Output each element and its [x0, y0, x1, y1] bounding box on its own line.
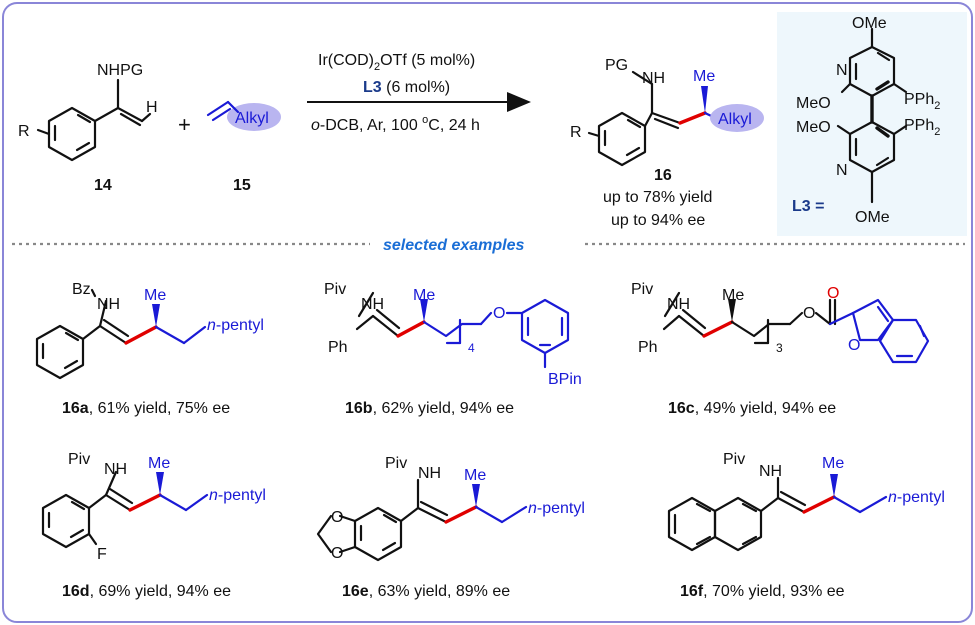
svg-text:L3 (6 mol%): L3 (6 mol%): [363, 79, 450, 96]
h-label: H: [146, 99, 158, 116]
compound-label-14: 14: [94, 177, 112, 194]
compound-label-16: 16: [654, 167, 672, 184]
o-16c-carbonyl: O: [827, 285, 839, 302]
me-16d: Me: [148, 455, 170, 472]
pg-16d: Piv: [68, 451, 90, 468]
svg-text:16c, 49% yield, 94% ee: 16c, 49% yield, 94% ee: [668, 400, 836, 417]
svg-text:Ir(COD)2OTf (5 mol%): Ir(COD)2OTf (5 mol%): [318, 52, 475, 73]
pg-16c: Piv: [631, 281, 653, 298]
ligand-n-top: N: [836, 62, 848, 79]
reactant-14: R NHPG H 14: [18, 62, 158, 194]
example-16c: Piv NH Ph Me 3 O O O 16c, 49% yield, 94%…: [631, 281, 930, 417]
product-nh: NH: [642, 70, 665, 87]
pg-16b: Piv: [324, 281, 346, 298]
example-16e: O O Piv NH Me n-pentyl 16e, 63% yield, 8…: [316, 455, 585, 600]
o-16e-top: O: [331, 509, 343, 526]
product-pg: PG: [605, 57, 628, 74]
ligand-meo-top: MeO: [796, 95, 831, 112]
example-16f: Piv NH Me n-pentyl 16f, 70% yield, 93% e…: [667, 451, 945, 600]
section-title: selected examples: [383, 237, 525, 254]
product-16: R PG NH Me Alkyl 16 up to 78% yield up t…: [570, 57, 764, 229]
f-16d: F: [97, 546, 107, 563]
plus-sign: +: [178, 112, 191, 137]
nh-16d: NH: [104, 461, 127, 478]
product-r: R: [570, 124, 582, 141]
svg-text:16f, 70% yield, 93% ee: 16f, 70% yield, 93% ee: [680, 583, 845, 600]
alkyl-label: Alkyl: [235, 110, 269, 127]
example-16a: Bz NH Me n-pentyl 16a, 61% yield, 75% ee: [35, 281, 264, 417]
ligand-l3: OMe N MeO PPh2 MeO PPh2 N L3 = OMe: [777, 12, 967, 236]
product-alkyl-highlight: [710, 104, 764, 132]
svg-text:PPh2: PPh2: [904, 91, 940, 112]
bpin-16b: BPin: [548, 371, 582, 388]
svg-text:n-pentyl: n-pentyl: [207, 317, 264, 334]
example-16b: Piv NH Ph Me 4 O BPin 16b, 62% yield, 94…: [324, 281, 582, 417]
nh-16f: NH: [759, 463, 782, 480]
product-ee: up to 94% ee: [611, 212, 705, 229]
ligand-n-bottom: N: [836, 162, 848, 179]
pg-16f: Piv: [723, 451, 745, 468]
svg-text:16a, 61% yield, 75% ee: 16a, 61% yield, 75% ee: [62, 400, 230, 417]
r-substituent: R: [18, 123, 30, 140]
o-16b: O: [493, 305, 505, 322]
svg-text:n-pentyl: n-pentyl: [209, 487, 266, 504]
me-16e: Me: [464, 467, 486, 484]
ligand-ome-top: OMe: [852, 15, 887, 32]
ligand-label: L3 =: [792, 198, 824, 215]
nhpg-label: NHPG: [97, 62, 143, 79]
ligand-ome-bottom: OMe: [855, 209, 890, 226]
ph-16c: Ph: [638, 339, 658, 356]
pg-16a: Bz: [72, 281, 91, 298]
svg-text:n-pentyl: n-pentyl: [888, 489, 945, 506]
me-16b: Me: [413, 287, 435, 304]
reactant-15: Alkyl 15: [206, 100, 281, 194]
o-16e-bottom: O: [331, 545, 343, 562]
nh-16a: NH: [97, 296, 120, 313]
o-16c-ester: O: [803, 305, 815, 322]
me-16a: Me: [144, 287, 166, 304]
svg-text:n-pentyl: n-pentyl: [528, 500, 585, 517]
sub-16c: 3: [776, 341, 783, 355]
product-yield: up to 78% yield: [603, 189, 712, 206]
svg-text:o-DCB, Ar, 100 oC, 24 h: o-DCB, Ar, 100 oC, 24 h: [311, 114, 480, 134]
svg-text:16b, 62% yield, 94% ee: 16b, 62% yield, 94% ee: [345, 400, 514, 417]
svg-text:16e, 63% yield, 89% ee: 16e, 63% yield, 89% ee: [342, 583, 510, 600]
nh-16e: NH: [418, 465, 441, 482]
me-16f: Me: [822, 455, 844, 472]
product-me: Me: [693, 68, 715, 85]
svg-text:16d, 69% yield, 94% ee: 16d, 69% yield, 94% ee: [62, 583, 231, 600]
svg-text:PPh2: PPh2: [904, 117, 940, 138]
nh-16c: NH: [667, 296, 690, 313]
product-alkyl: Alkyl: [718, 111, 752, 128]
me-16c: Me: [722, 287, 744, 304]
compound-label-15: 15: [233, 177, 251, 194]
o-16c-furan: O: [848, 337, 860, 354]
ligand-meo-bottom: MeO: [796, 119, 831, 136]
ph-16b: Ph: [328, 339, 348, 356]
reaction-conditions: Ir(COD)2OTf (5 mol%) L3 (6 mol%) o-DCB, …: [307, 52, 531, 134]
sub-16b: 4: [468, 341, 475, 355]
alkyl-highlight: [227, 103, 281, 131]
pg-16e: Piv: [385, 455, 407, 472]
nh-16b: NH: [361, 296, 384, 313]
example-16d: Piv NH Me F n-pentyl 16d, 69% yield, 94%…: [41, 451, 266, 600]
